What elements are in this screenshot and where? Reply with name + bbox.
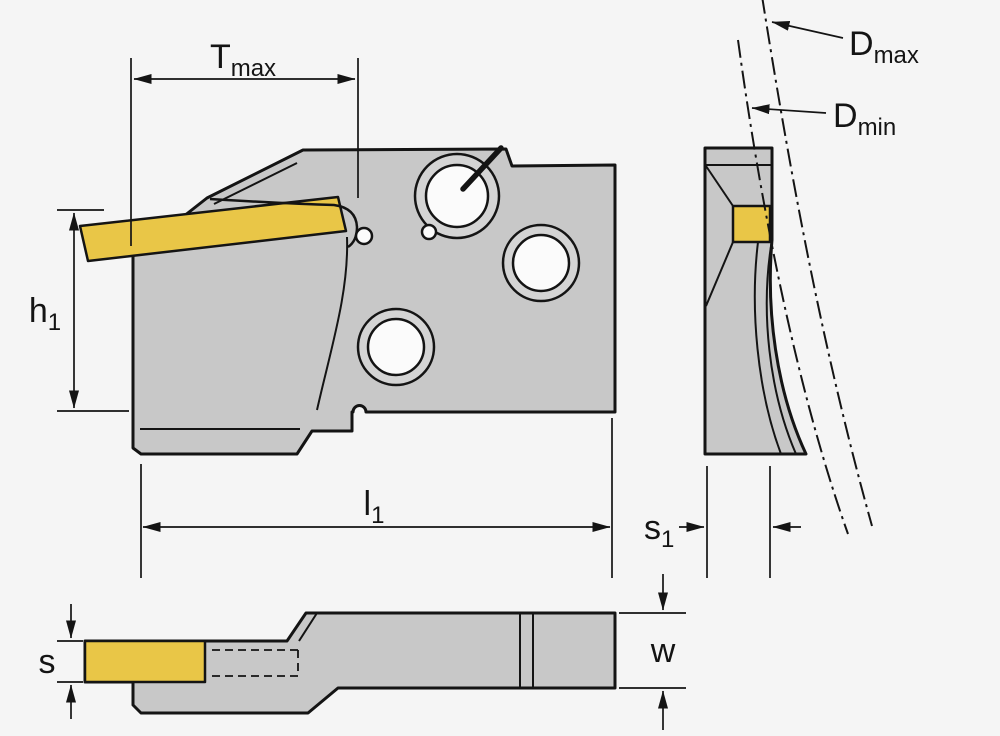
mount-hole-right-inner (511, 233, 571, 293)
side-relief-curve-1 (765, 239, 797, 455)
side-clamp-diagonal (705, 165, 734, 207)
cutting-insert-side (731, 204, 772, 244)
ramp-chamfer-line (298, 612, 318, 642)
side-view (703, 146, 808, 456)
wedge-chamfer-line (213, 162, 298, 205)
front-view (78, 145, 617, 456)
clamp-screw-hole (354, 226, 374, 246)
w-label: w (650, 632, 676, 670)
dmax-leader-arrow (771, 20, 844, 39)
bottom-view (83, 611, 617, 715)
s-label: s (39, 643, 56, 681)
l1-label: l1 (364, 485, 385, 529)
dmin-leader-arrow (751, 104, 827, 115)
clamp-lever-pin (460, 145, 504, 192)
dmin-label: Dmin (833, 97, 896, 141)
dimension-h1: h1 (29, 209, 129, 412)
tmax-label: Tmax (210, 38, 276, 82)
dimension-l1: l1 (140, 418, 613, 578)
dmax-label: Dmax (849, 25, 919, 69)
s1-label: s1 (644, 509, 674, 553)
workpiece-diameters: Dmax Dmin (737, 0, 919, 535)
dmax-arc (761, 0, 873, 527)
dimension-w: w (619, 574, 686, 730)
h1-label: h1 (29, 292, 61, 336)
pin-hole-small (420, 223, 438, 241)
cutting-insert-front (78, 195, 348, 263)
mount-hole-center-inner (366, 317, 426, 377)
dmin-arc (737, 39, 849, 535)
side-seat-diagonal (705, 241, 734, 307)
dimension-s: s (39, 604, 83, 719)
dimension-tmax: Tmax (130, 38, 359, 246)
side-relief-curve-2 (753, 241, 782, 455)
blade-boundary-curve (316, 236, 349, 411)
dimension-s1: s1 (644, 466, 801, 578)
front-view-holes (354, 145, 581, 387)
cutting-insert-bottom (83, 639, 207, 684)
